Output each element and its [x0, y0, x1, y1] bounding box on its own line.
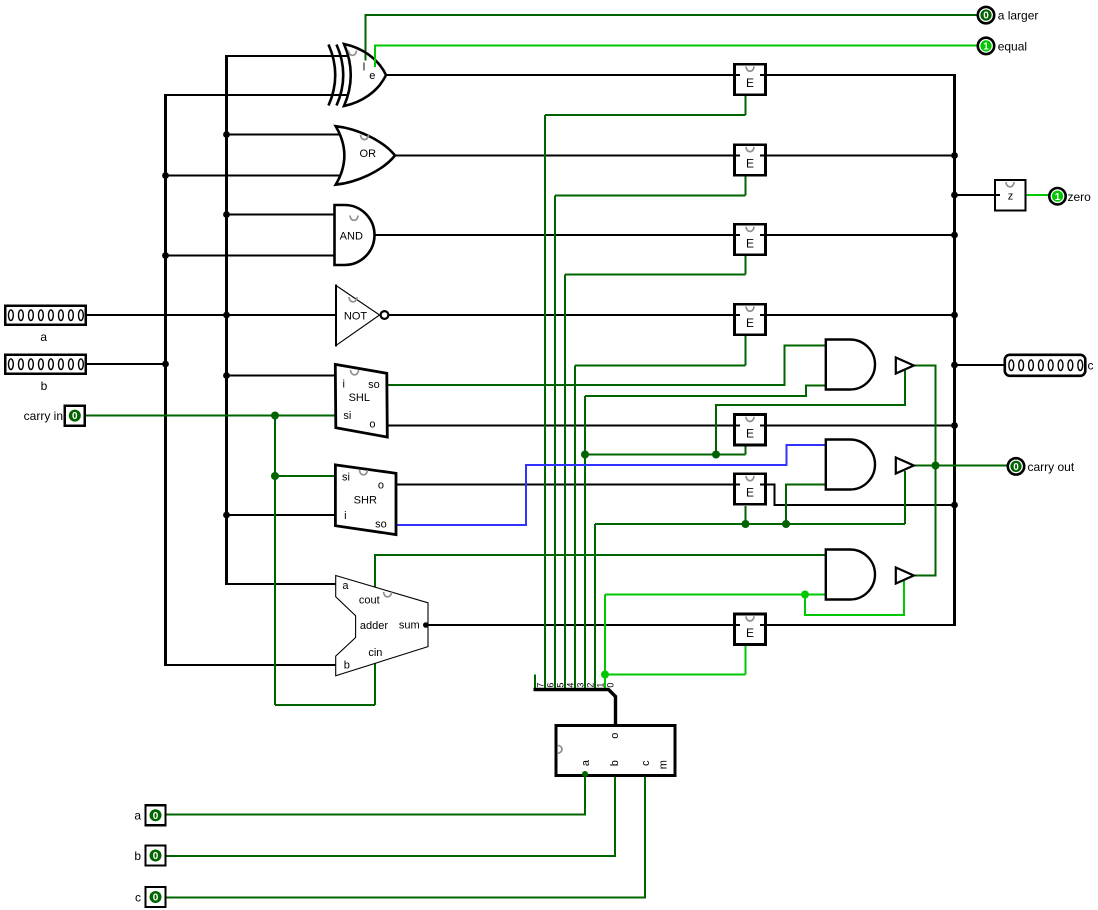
svg-text:E: E — [746, 236, 754, 250]
svg-text:b: b — [134, 849, 141, 863]
svg-text:a: a — [40, 330, 47, 344]
svg-text:o: o — [378, 480, 384, 492]
svg-text:so: so — [375, 519, 387, 531]
svg-text:6: 6 — [545, 683, 555, 688]
svg-text:adder: adder — [360, 620, 388, 632]
svg-text:3: 3 — [575, 683, 585, 688]
svg-text:equal: equal — [998, 39, 1027, 53]
svg-text:a: a — [342, 580, 349, 592]
svg-text:e: e — [369, 70, 375, 82]
svg-text:1: 1 — [983, 42, 989, 53]
svg-text:SHR: SHR — [354, 495, 377, 507]
svg-text:SHL: SHL — [349, 392, 370, 404]
svg-text:E: E — [746, 486, 754, 500]
svg-text:z: z — [1008, 191, 1014, 203]
svg-text:b: b — [41, 379, 48, 393]
svg-text:carry in: carry in — [24, 409, 63, 423]
svg-text:AND: AND — [340, 231, 363, 243]
svg-text:2: 2 — [585, 683, 595, 688]
svg-text:i: i — [344, 510, 346, 522]
svg-text:l: l — [363, 62, 365, 74]
svg-text:NOT: NOT — [344, 310, 368, 322]
svg-text:a larger: a larger — [998, 9, 1039, 23]
svg-text:0: 0 — [153, 893, 159, 904]
svg-text:cout: cout — [359, 595, 380, 607]
svg-text:0: 0 — [1013, 462, 1019, 473]
svg-text:m: m — [657, 760, 669, 769]
svg-text:o: o — [609, 733, 621, 739]
svg-text:carry out: carry out — [1028, 460, 1075, 474]
svg-text:c: c — [135, 891, 141, 905]
svg-text:si: si — [343, 410, 351, 422]
svg-text:b: b — [344, 660, 350, 672]
svg-text:0: 0 — [605, 683, 615, 688]
svg-text:zero: zero — [1068, 190, 1092, 204]
svg-text:0: 0 — [153, 811, 159, 822]
svg-text:1: 1 — [595, 683, 605, 688]
svg-text:si: si — [342, 472, 350, 484]
svg-text:4: 4 — [565, 683, 575, 688]
svg-text:E: E — [746, 626, 754, 640]
svg-text:0: 0 — [153, 851, 159, 862]
svg-text:5: 5 — [555, 683, 565, 688]
svg-text:E: E — [746, 157, 754, 171]
svg-text:E: E — [746, 427, 754, 441]
svg-text:so: so — [368, 379, 380, 391]
svg-text:a: a — [580, 759, 592, 766]
svg-text:o: o — [369, 418, 375, 430]
svg-text:a: a — [134, 809, 141, 823]
svg-text:7: 7 — [535, 683, 545, 688]
svg-text:OR: OR — [360, 148, 377, 160]
svg-text:cin: cin — [368, 647, 382, 659]
svg-text:1: 1 — [1055, 192, 1061, 203]
svg-text:0: 0 — [72, 411, 78, 422]
svg-text:c: c — [1088, 359, 1094, 373]
svg-text:E: E — [746, 316, 754, 330]
svg-text:c: c — [640, 760, 652, 766]
svg-text:i: i — [342, 379, 344, 391]
svg-text:0: 0 — [983, 11, 989, 22]
svg-text:sum: sum — [399, 620, 420, 632]
svg-text:E: E — [746, 76, 754, 90]
svg-text:b: b — [609, 760, 621, 766]
